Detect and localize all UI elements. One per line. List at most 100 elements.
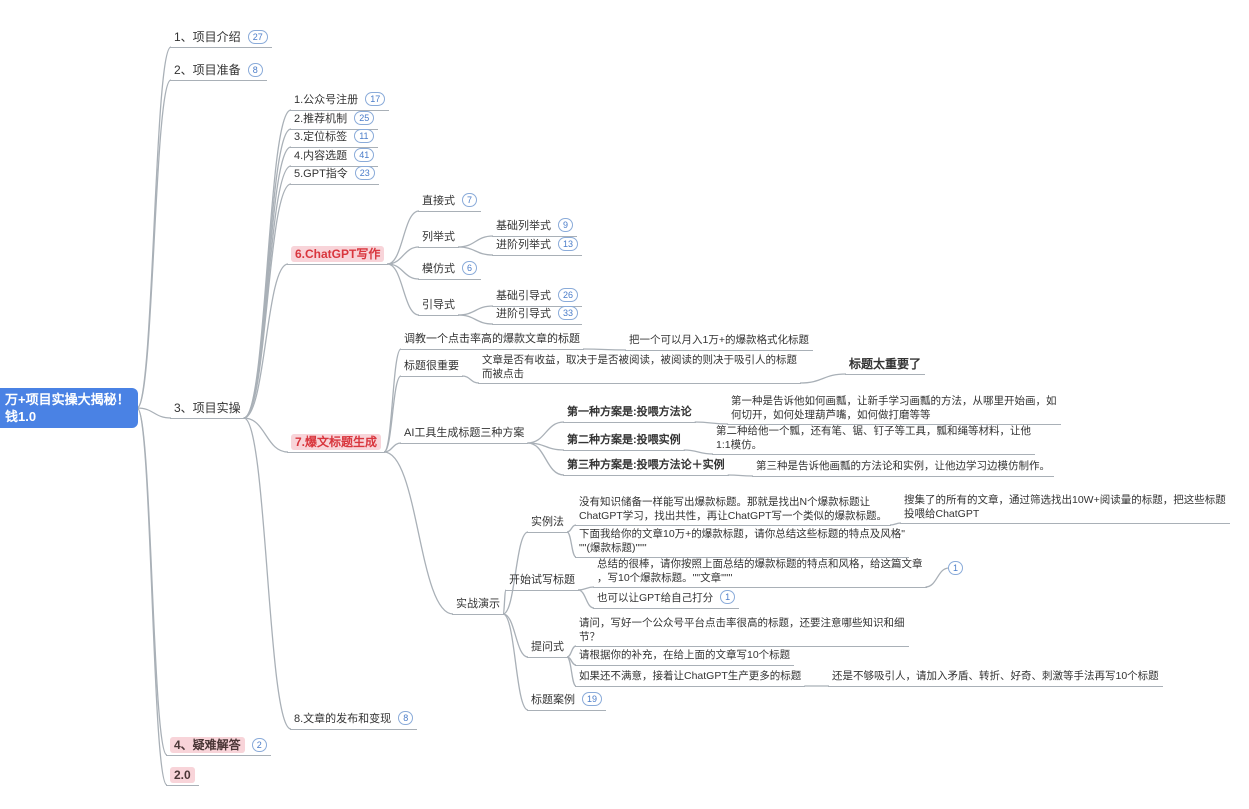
count-badge[interactable]: 19: [582, 692, 603, 706]
node-chatgpt-writing[interactable]: 6.ChatGPT写作: [287, 245, 389, 265]
node-title-too-important[interactable]: 标题太重要了: [845, 355, 926, 375]
node-label: 引导式: [422, 299, 455, 311]
node-label: 第一种方案是:投喂方法论: [567, 406, 692, 418]
node-question-3[interactable]: 如果还不满意，接着让ChatGPT生产更多的标题: [575, 667, 806, 687]
count-badge[interactable]: 26: [558, 288, 579, 302]
count-badge[interactable]: 11: [354, 129, 374, 143]
node-plan-both[interactable]: 第三种方案是:投喂方法论＋实例: [563, 456, 729, 476]
node-collect-articles[interactable]: 搜集了的所有的文章，通过筛选找出10W+阅读量的标题，把这些标题投喂给ChatG…: [900, 492, 1230, 524]
node-label: 实例法: [531, 516, 564, 528]
node-label: 也可以让GPT给自己打分: [597, 592, 714, 604]
node-label: 调教一个点击率高的爆款文章的标题: [404, 333, 580, 345]
node-recommend-mechanism[interactable]: 2.推荐机制 25: [290, 110, 379, 130]
node-project-practice[interactable]: 3、项目实操: [170, 399, 245, 419]
node-line1: 搜集了的所有的文章，通过筛选找出10W+阅读量的标题，把这些标题: [904, 494, 1226, 506]
root-topic-line2: 钱1.0: [5, 409, 37, 424]
count-badge[interactable]: 8: [247, 63, 263, 77]
node-gpt-commands[interactable]: 5.GPT指令 23: [290, 165, 379, 185]
node-label: 1.公众号注册: [294, 94, 359, 106]
node-trial-writing[interactable]: 开始试写标题: [505, 571, 579, 591]
node-label: 5.GPT指令: [294, 168, 348, 180]
node-question-1[interactable]: 请问，写好一个公众号平台点击率很高的标题，还要注意哪些知识和细节？: [575, 615, 909, 647]
node-line2: ，写10个爆款标题。""文章""": [597, 572, 733, 584]
node-headline-format[interactable]: 把一个可以月入1万+的爆款格式化标题: [625, 331, 813, 351]
node-publish-monetize[interactable]: 8.文章的发布和变现 8: [290, 710, 418, 730]
node-question-3-detail[interactable]: 还是不够吸引人，请加入矛盾、转折、好奇、刺激等手法再写10个标题: [828, 667, 1163, 687]
node-line2: 而被点击: [482, 368, 524, 380]
node-label: 8.文章的发布和变现: [294, 713, 392, 725]
node-summarize-prompt[interactable]: 下面我给你的文章10万+的爆款标题，请你总结这些标题的特点及风格"""(爆款标题…: [575, 526, 910, 558]
node-example-method[interactable]: 实例法: [527, 513, 568, 533]
node-train-headline[interactable]: 调教一个点击率高的爆款文章的标题: [400, 330, 584, 350]
count-badge[interactable]: 1: [948, 561, 964, 575]
node-line1: 文章是否有收益，取决于是否被阅读，被阅读的则决于吸引人的标题: [482, 354, 797, 366]
node-label: 请根据你的补充，在给上面的文章写10个标题: [579, 649, 791, 661]
node-basic-guide[interactable]: 基础引导式 26: [492, 287, 583, 307]
node-label: 2.推荐机制: [294, 113, 348, 125]
node-trial-prompt[interactable]: 总结的很棒，请你按照上面总结的爆款标题的特点和风格，给这篇文章 ，写10个爆款标题…: [593, 556, 927, 588]
node-ai-three-plans[interactable]: AI工具生成标题三种方案: [400, 424, 529, 444]
count-badge[interactable]: 1: [720, 590, 736, 604]
node-headline-generation[interactable]: 7.爆文标题生成: [287, 433, 386, 453]
node-account-register[interactable]: 1.公众号注册 17: [290, 91, 390, 111]
node-line1: 总结的很棒，请你按照上面总结的爆款标题的特点和风格，给这篇文章: [597, 558, 923, 570]
count-badge[interactable]: 23: [354, 166, 375, 180]
node-line1: 第二种给他一个瓢，还有笔、锯、钉子等工具，瓢和绳等材料，让他: [716, 425, 1031, 437]
count-badge[interactable]: 13: [558, 237, 579, 251]
node-label: 进阶引导式: [496, 308, 551, 320]
count-badge[interactable]: 8: [398, 711, 414, 725]
node-practical-demo[interactable]: 实战演示: [452, 595, 504, 615]
node-line1: 没有知识储备一样能写出爆款标题。那就是找出N个爆款标题让: [579, 496, 871, 508]
node-plan-methodology[interactable]: 第一种方案是:投喂方法论: [563, 403, 696, 423]
node-guide-style[interactable]: 引导式: [418, 296, 459, 316]
count-badge[interactable]: 7: [462, 193, 478, 207]
node-title-important[interactable]: 标题很重要: [400, 357, 463, 377]
count-badge[interactable]: 6: [462, 261, 478, 275]
node-label: 基础引导式: [496, 290, 551, 302]
count-badge[interactable]: 27: [247, 30, 268, 44]
node-label: 直接式: [422, 195, 455, 207]
node-label: 7.爆文标题生成: [291, 434, 382, 450]
count-badge[interactable]: 25: [354, 111, 375, 125]
root-topic[interactable]: 万+项目实操大揭秘！ 钱1.0: [0, 388, 138, 428]
node-label: 标题案例: [531, 694, 575, 706]
node-line1: 下面我给你的文章10万+的爆款标题，请你总结这些标题的特点及风格": [579, 528, 906, 540]
node-plan-examples[interactable]: 第二种方案是:投喂实例: [563, 431, 685, 451]
node-label: AI工具生成标题三种方案: [404, 427, 525, 439]
count-badge[interactable]: 41: [354, 148, 375, 162]
node-line1: 请问，写好一个公众号平台点击率很高的标题，还要注意哪些知识和细: [579, 617, 905, 629]
node-label: 标题很重要: [404, 360, 459, 372]
count-badge[interactable]: 17: [365, 92, 386, 106]
node-plan-both-detail[interactable]: 第三种是告诉他画瓢的方法论和实例，让他边学习边模仿制作。: [752, 457, 1054, 477]
node-label: 3、项目实操: [174, 401, 241, 415]
node-list-style[interactable]: 列举式: [418, 228, 459, 248]
node-direct-style[interactable]: 直接式 7: [418, 192, 482, 212]
node-question-method[interactable]: 提问式: [527, 638, 568, 658]
node-plan-methodology-detail[interactable]: 第一种是告诉他如何画瓢，让新手学习画瓢的方法，从哪里开始画，如何切开，如何处理葫…: [727, 393, 1061, 425]
node-advanced-guide[interactable]: 进阶引导式 33: [492, 305, 583, 325]
node-label: 把一个可以月入1万+的爆款格式化标题: [629, 334, 809, 346]
count-badge[interactable]: 33: [558, 306, 579, 320]
node-question-2[interactable]: 请根据你的补充，在给上面的文章写10个标题: [575, 646, 795, 666]
node-title-cases[interactable]: 标题案例 19: [527, 691, 607, 711]
node-title-important-detail[interactable]: 文章是否有收益，取决于是否被阅读，被阅读的则决于吸引人的标题而被点击: [478, 352, 801, 384]
node-label: 提问式: [531, 641, 564, 653]
count-badge[interactable]: 9: [558, 218, 574, 232]
node-trial-prompt-badge[interactable]: 1: [948, 560, 964, 576]
node-line2: 何切开，如何处理葫芦嘴，如何做打磨等等: [731, 409, 931, 421]
count-badge[interactable]: 2: [251, 738, 267, 752]
node-2-0[interactable]: 2.0: [166, 766, 199, 786]
node-gpt-self-score[interactable]: 也可以让GPT给自己打分 1: [593, 589, 740, 609]
